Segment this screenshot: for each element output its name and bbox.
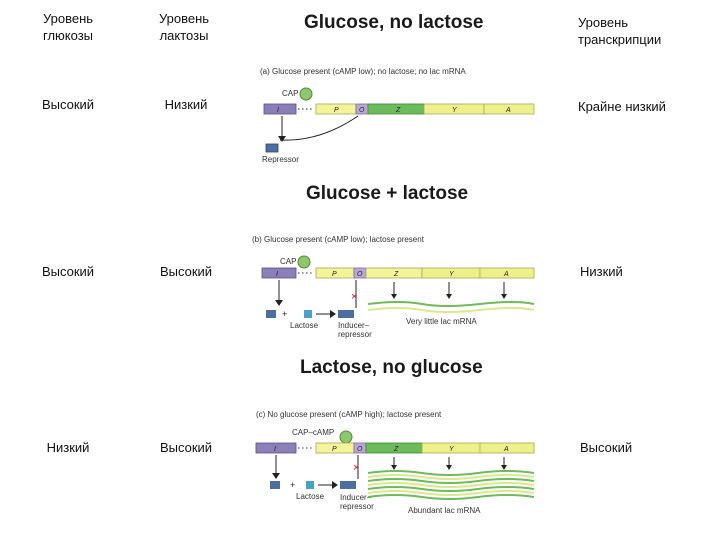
header-transcription: Уровень транскрипции xyxy=(578,14,688,48)
panel-b-plus: + xyxy=(282,309,287,319)
row3-lactose: Высокий xyxy=(159,440,213,455)
operator-label: O xyxy=(359,107,365,114)
arrowhead-icon xyxy=(501,465,507,470)
panel-b-mrna-label: Very little lac mRNA xyxy=(406,317,477,326)
arrowhead-icon xyxy=(446,465,452,470)
gene-z-label: Z xyxy=(395,107,401,114)
row1-glucose: Высокий xyxy=(41,97,95,112)
panel-c-inducer-line1: Inducer– xyxy=(340,493,372,502)
repressor-icon xyxy=(265,143,279,153)
lactose-icon xyxy=(304,310,312,318)
repressor-binding-curve xyxy=(279,115,359,141)
gene-y-label: Y xyxy=(449,446,455,453)
arrowhead-icon xyxy=(278,136,286,142)
arrowhead-icon xyxy=(391,294,397,299)
panel-title-c: Lactose, no glucose xyxy=(300,357,483,378)
header-lactose-line2: лактозы xyxy=(159,28,209,43)
cap-icon xyxy=(297,255,311,269)
header-transcription-line1: Уровень xyxy=(578,15,629,30)
panel-b-cap-label: CAP xyxy=(280,257,296,266)
panel-title-a: Glucose, no lactose xyxy=(304,12,484,33)
panel-c-diagram: (c) No glucose present (cAMP high); lact… xyxy=(255,410,535,515)
panel-a-diagram: (a) Glucose present (cAMP low); no lacto… xyxy=(260,67,535,164)
panel-a-cap-label: CAP xyxy=(282,89,298,98)
header-transcription-line2: транскрипции xyxy=(578,32,662,47)
arrowhead-icon xyxy=(332,481,338,489)
inhibit-x-icon: × xyxy=(351,291,357,303)
gene-y-label: Y xyxy=(449,271,455,278)
promoter-label: P xyxy=(334,107,339,114)
inducer-repressor-icon xyxy=(340,481,356,489)
row1-lactose: Низкий xyxy=(164,97,208,112)
inducer-repressor-icon xyxy=(338,310,354,318)
gene-a xyxy=(483,103,535,115)
arrowhead-icon xyxy=(272,473,280,479)
panel-a-repressor-label: Repressor xyxy=(262,155,299,164)
cap-icon xyxy=(299,87,313,101)
panel-b-inducer-line2: repressor xyxy=(338,330,372,339)
gene-i-label: I xyxy=(274,446,276,453)
gene-i xyxy=(263,103,297,115)
row2-lactose: Высокий xyxy=(159,264,213,279)
operator-label: O xyxy=(357,271,363,278)
row2-glucose: Высокий xyxy=(41,264,95,279)
header-glucose-line2: глюкозы xyxy=(42,28,93,43)
row3-glucose: Низкий xyxy=(46,440,90,455)
gene-y-label: Y xyxy=(452,107,458,114)
inhibit-x-icon: × xyxy=(353,462,359,474)
gene-i-label: I xyxy=(276,271,278,278)
repressor-icon xyxy=(266,310,276,318)
cap-camp-icon xyxy=(339,430,353,444)
gene-z-label: Z xyxy=(393,271,399,278)
panel-c-plus: + xyxy=(290,480,295,490)
panel-c-caption: (c) No glucose present (cAMP high); lact… xyxy=(256,410,442,419)
arrowhead-icon xyxy=(391,465,397,470)
panel-title-b: Glucose + lactose xyxy=(306,183,469,204)
gene-a-label: A xyxy=(503,446,509,453)
gene-i-label: I xyxy=(277,107,279,114)
row2-transcription: Низкий xyxy=(580,264,623,279)
header-glucose-line1: Уровень xyxy=(42,11,94,26)
row3-transcription: Высокий xyxy=(580,440,633,455)
arrowhead-icon xyxy=(446,294,452,299)
gene-a-label: A xyxy=(505,107,511,114)
promoter-label: P xyxy=(332,271,337,278)
gene-a xyxy=(479,267,535,279)
arrowhead-icon xyxy=(501,294,507,299)
header-lactose: Уровень лактозы xyxy=(144,10,224,44)
abundant-mrna xyxy=(367,470,535,500)
row1-transcription: Крайне низкий xyxy=(578,99,666,114)
gene-i xyxy=(261,267,297,279)
panel-c-inducer-line2: repressor xyxy=(340,502,374,511)
panel-a-caption: (a) Glucose present (cAMP low); no lacto… xyxy=(260,67,466,76)
arrowhead-icon xyxy=(330,310,336,318)
mrna-strand xyxy=(367,307,535,313)
repressor-icon xyxy=(270,481,280,489)
panel-b-lactose-label: Lactose xyxy=(290,321,319,330)
gene-a xyxy=(479,442,535,454)
lactose-icon xyxy=(306,481,314,489)
arrowhead-icon xyxy=(275,300,283,306)
gene-a-label: A xyxy=(503,271,509,278)
mrna-strand xyxy=(367,301,535,307)
operator-label: O xyxy=(357,446,363,453)
header-glucose: Уровень глюкозы xyxy=(28,10,108,44)
panel-c-lactose-label: Lactose xyxy=(296,492,325,501)
gene-z-label: Z xyxy=(393,446,399,453)
panel-b-caption: (b) Glucose present (cAMP low); lactose … xyxy=(252,235,425,244)
panel-b-inducer-line1: Inducer– xyxy=(338,321,370,330)
gene-i xyxy=(255,442,297,454)
panel-b-diagram: (b) Glucose present (cAMP low); lactose … xyxy=(252,235,535,339)
panel-c-cap-label: CAP–cAMP xyxy=(292,428,334,437)
header-lactose-line1: Уровень xyxy=(158,11,210,26)
promoter-label: P xyxy=(332,446,337,453)
panel-c-mrna-label: Abundant lac mRNA xyxy=(408,506,481,515)
